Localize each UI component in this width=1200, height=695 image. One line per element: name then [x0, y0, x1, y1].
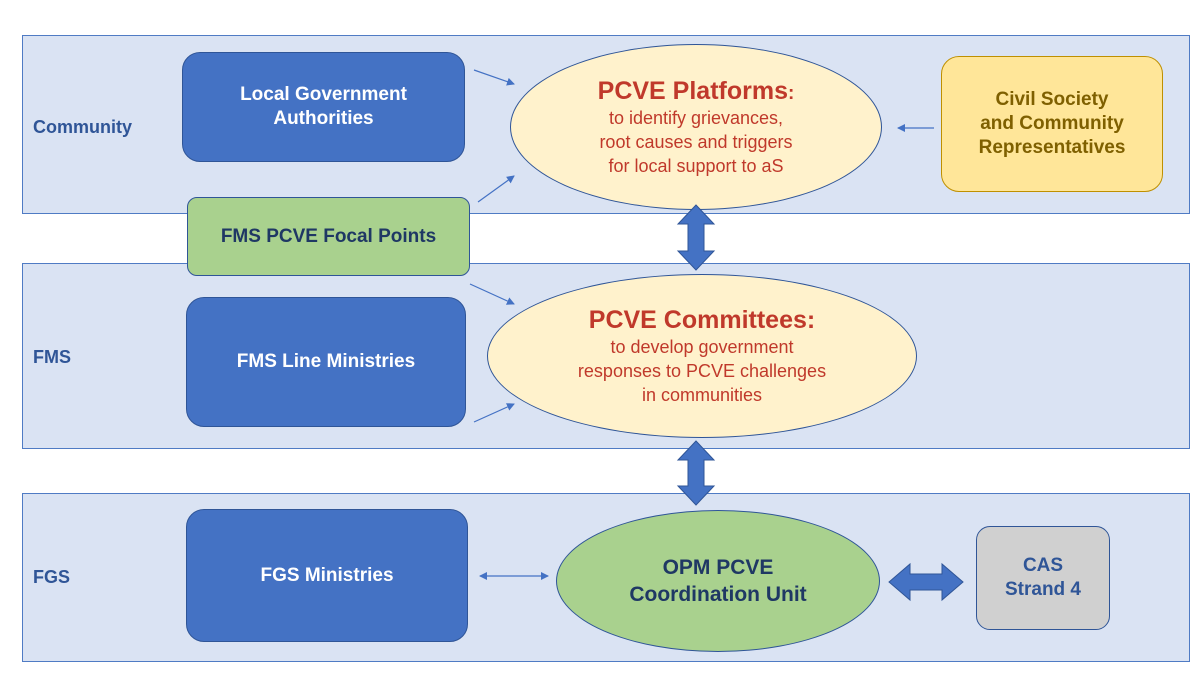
civil-society-line1: Civil Society — [995, 89, 1109, 111]
opm-line1: OPM PCVE — [662, 555, 774, 579]
cas-strand-box: CAS Strand 4 — [976, 526, 1110, 630]
pcve-committees-line1: to develop government — [610, 336, 794, 357]
local-government-box: Local Government Authorities — [182, 52, 465, 162]
civil-society-line2: and Community — [980, 113, 1124, 135]
community-label: Community — [33, 117, 132, 137]
cas-line1: CAS — [1022, 555, 1064, 577]
double-arrow-opm-cas — [888, 562, 964, 602]
arrow-localgov-to-platforms — [473, 69, 515, 86]
pcve-platforms-line3: for local support to aS — [608, 156, 784, 177]
arrow-focal-to-platforms — [477, 175, 515, 203]
local-government-line2: Authorities — [273, 108, 374, 129]
pcve-platforms-line1: to identify grievances, — [608, 107, 784, 128]
pcve-platforms-line2: root causes and triggers — [599, 131, 793, 152]
civil-society-box: Civil Society and Community Representati… — [941, 56, 1163, 192]
fgs-ministries-box: FGS Ministries — [186, 509, 468, 642]
civil-society-line3: Representatives — [978, 136, 1126, 158]
arrow-fmsmin-to-committees — [473, 403, 515, 423]
fgs-label: FGS — [33, 567, 71, 587]
local-government-line1: Local Government — [240, 84, 407, 106]
opm-coordination-ellipse: OPM PCVE Coordination Unit — [556, 510, 880, 652]
opm-line2: Coordination Unit — [629, 583, 807, 606]
fms-focal-points-label: FMS PCVE Focal Points — [220, 225, 437, 247]
fms-label: FMS — [33, 347, 71, 367]
pcve-platforms-ellipse: PCVE Platforms: to identify grievances, … — [510, 44, 882, 210]
fms-line-ministries-box: FMS Line Ministries — [186, 297, 466, 427]
cas-line2: Strand 4 — [1004, 579, 1082, 600]
pcve-committees-ellipse: PCVE Committees: to develop government r… — [487, 274, 917, 438]
pcve-committees-line3: in communities — [641, 385, 763, 406]
double-arrow-committees-opm — [676, 440, 716, 506]
fms-line-ministries-label: FMS Line Ministries — [236, 351, 416, 373]
pcve-platforms-title: PCVE Platforms: — [597, 76, 795, 105]
fms-focal-points-box: FMS PCVE Focal Points — [187, 197, 470, 276]
pcve-committees-line2: responses to PCVE challenges — [577, 360, 827, 381]
pcve-committees-title: PCVE Committees: — [588, 305, 816, 334]
arrow-focal-to-committees — [469, 283, 515, 305]
double-arrow-platforms-committees — [676, 204, 716, 271]
fgs-ministries-label: FGS Ministries — [260, 564, 394, 586]
